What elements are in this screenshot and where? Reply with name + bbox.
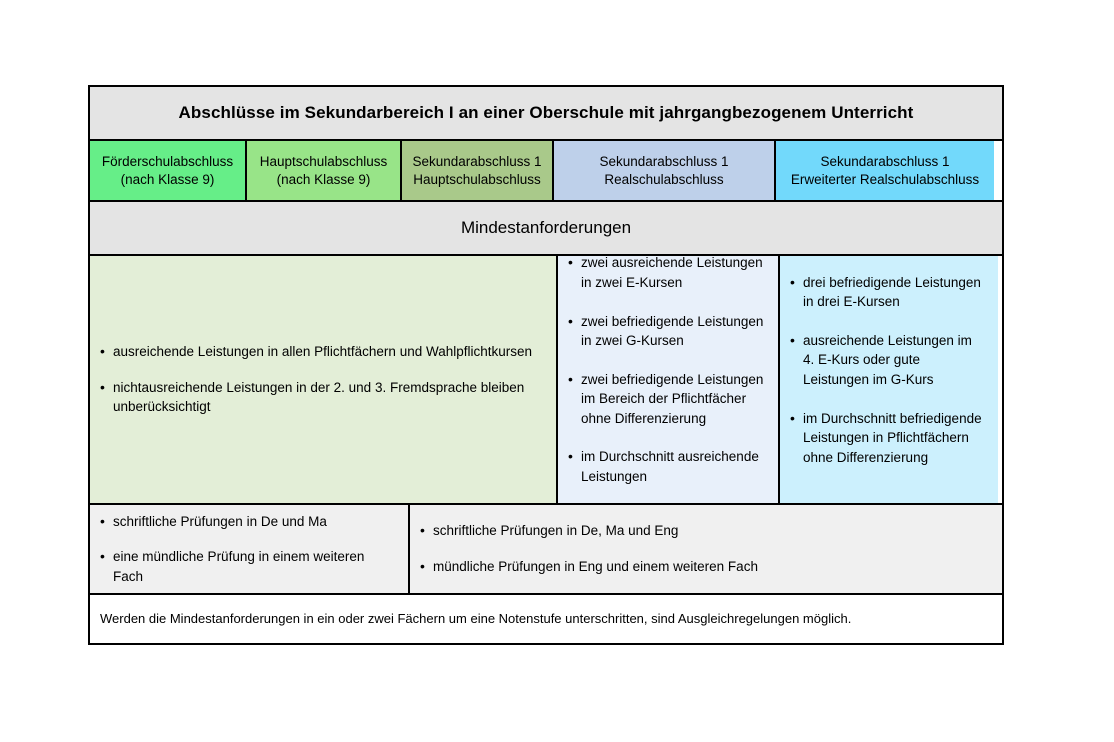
degree-header-sek1-hauptschulabschluss: Sekundarabschluss 1 Hauptschulabschluss	[402, 141, 554, 200]
table-title-row: Abschlüsse im Sekundarbereich I an einer…	[90, 87, 1002, 141]
requirements-row: ausreichende Leistungen in allen Pflicht…	[90, 252, 1002, 505]
minimum-requirements-label: Mindestanforderungen	[460, 218, 632, 237]
requirements-realschulabschluss-cell: zwei ausreichende Leistungen in zwei E-K…	[558, 252, 780, 505]
degree-header-sek1-realschulabschluss: Sekundarabschluss 1 Realschulabschluss	[554, 141, 776, 200]
degree-header-row: Förderschulabschluss (nach Klasse 9) Hau…	[90, 141, 1002, 202]
degree-5-line1: Sekundarabschluss 1	[820, 153, 950, 169]
requirements-column-4-list: zwei ausreichende Leistungen in zwei E-K…	[568, 252, 766, 505]
list-item: drei befriedigende Leistungen in drei E-…	[790, 272, 986, 312]
requirements-merged-cell: ausreichende Leistungen in allen Pflicht…	[90, 256, 558, 503]
degree-2-line2: (nach Klasse 9)	[276, 171, 371, 187]
requirements-merged-list: ausreichende Leistungen in allen Pflicht…	[100, 341, 544, 417]
requirements-column-5-list: drei befriedigende Leistungen in drei E-…	[790, 272, 986, 487]
list-item: ausreichende Leistungen in allen Pflicht…	[100, 341, 544, 362]
examinations-left-list: schriftliche Prüfungen in De und Ma eine…	[100, 511, 396, 587]
page-title: Abschlüsse im Sekundarbereich I an einer…	[178, 102, 914, 122]
list-item: eine mündliche Prüfung in einem weiteren…	[100, 546, 396, 586]
list-item: ausreichende Leistungen im 4. E-Kurs ode…	[790, 330, 986, 390]
list-item: schriftliche Prüfungen in De, Ma und Eng	[420, 520, 988, 541]
examinations-left-cell: schriftliche Prüfungen in De und Ma eine…	[90, 505, 410, 593]
qualifications-table: Abschlüsse im Sekundarbereich I an einer…	[88, 85, 1004, 645]
requirements-erweiterter-realschulabschluss-cell: drei befriedigende Leistungen in drei E-…	[780, 256, 998, 503]
degree-header-foerderschulabschluss: Förderschulabschluss (nach Klasse 9)	[90, 141, 247, 200]
degree-1-line2: (nach Klasse 9)	[120, 171, 215, 187]
list-item: zwei befriedigende Leistungen in zwei G-…	[568, 311, 766, 351]
list-item: zwei ausreichende Leistungen in zwei E-K…	[568, 252, 766, 292]
degree-4-line1: Sekundarabschluss 1	[599, 153, 729, 169]
degree-1-line1: Förderschulabschluss	[101, 153, 234, 169]
degree-4-line2: Realschulabschluss	[604, 171, 724, 187]
degree-header-sek1-erweiterter-realschulabschluss: Sekundarabschluss 1 Erweiterter Realschu…	[776, 141, 994, 200]
degree-header-hauptschulabschluss: Hauptschulabschluss (nach Klasse 9)	[247, 141, 402, 200]
minimum-requirements-band: Mindestanforderungen	[90, 202, 1002, 256]
degree-2-line1: Hauptschulabschluss	[259, 153, 388, 169]
degree-3-line1: Sekundarabschluss 1	[412, 153, 542, 169]
examinations-right-list: schriftliche Prüfungen in De, Ma und Eng…	[420, 520, 988, 577]
list-item: im Durchschnitt befriedigende Leistungen…	[790, 408, 986, 468]
footnote-text: Werden die Mindestanforderungen in ein o…	[100, 610, 852, 626]
degree-5-line2: Erweiterter Realschulabschluss	[790, 171, 980, 187]
footnote-row: Werden die Mindestanforderungen in ein o…	[90, 595, 1002, 641]
list-item: schriftliche Prüfungen in De und Ma	[100, 511, 396, 532]
list-item: im Durchschnitt ausreichende Leistungen	[568, 446, 766, 486]
list-item: mündliche Prüfungen in Eng und einem wei…	[420, 556, 988, 577]
examinations-row: schriftliche Prüfungen in De und Ma eine…	[90, 505, 1002, 595]
examinations-right-cell: schriftliche Prüfungen in De, Ma und Eng…	[410, 505, 1000, 593]
list-item: zwei befriedigende Leistungen im Bereich…	[568, 369, 766, 429]
list-item: nichtausreichende Leistungen in der 2. u…	[100, 377, 544, 417]
degree-3-line2: Hauptschulabschluss	[413, 171, 541, 187]
